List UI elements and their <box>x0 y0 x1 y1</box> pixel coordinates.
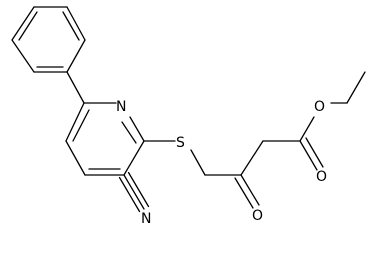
bond <box>240 140 264 176</box>
bond <box>66 39 86 73</box>
atom-label-n-nitrile: N <box>141 211 151 227</box>
bond <box>62 11 80 41</box>
bond <box>123 174 145 210</box>
bond <box>66 6 86 41</box>
atom-label-o-ketone: O <box>252 208 263 224</box>
atom-label-s: S <box>176 135 185 151</box>
bond <box>240 174 260 206</box>
bond <box>190 149 206 176</box>
bond <box>118 176 141 213</box>
bond <box>11 39 35 73</box>
atom-label-n-ring: N <box>116 99 126 115</box>
bond <box>129 116 145 142</box>
bond <box>66 71 85 104</box>
bond <box>11 6 35 41</box>
bond <box>123 140 145 176</box>
bond <box>299 140 318 171</box>
bond <box>72 109 90 142</box>
atom-label-o-ester-double: O <box>316 169 327 185</box>
bond <box>305 137 324 168</box>
pyridine-ring <box>65 102 145 176</box>
bond <box>65 102 85 142</box>
bond <box>121 121 137 144</box>
atom-label-o-ester-single: O <box>314 99 325 115</box>
bond <box>346 71 366 104</box>
bond <box>18 11 38 41</box>
bond <box>127 171 150 208</box>
nitrile-group <box>118 171 150 213</box>
phenyl-ring <box>11 6 86 73</box>
bond <box>299 116 315 142</box>
bond <box>65 140 86 176</box>
bond <box>234 177 254 209</box>
chain <box>204 71 366 209</box>
